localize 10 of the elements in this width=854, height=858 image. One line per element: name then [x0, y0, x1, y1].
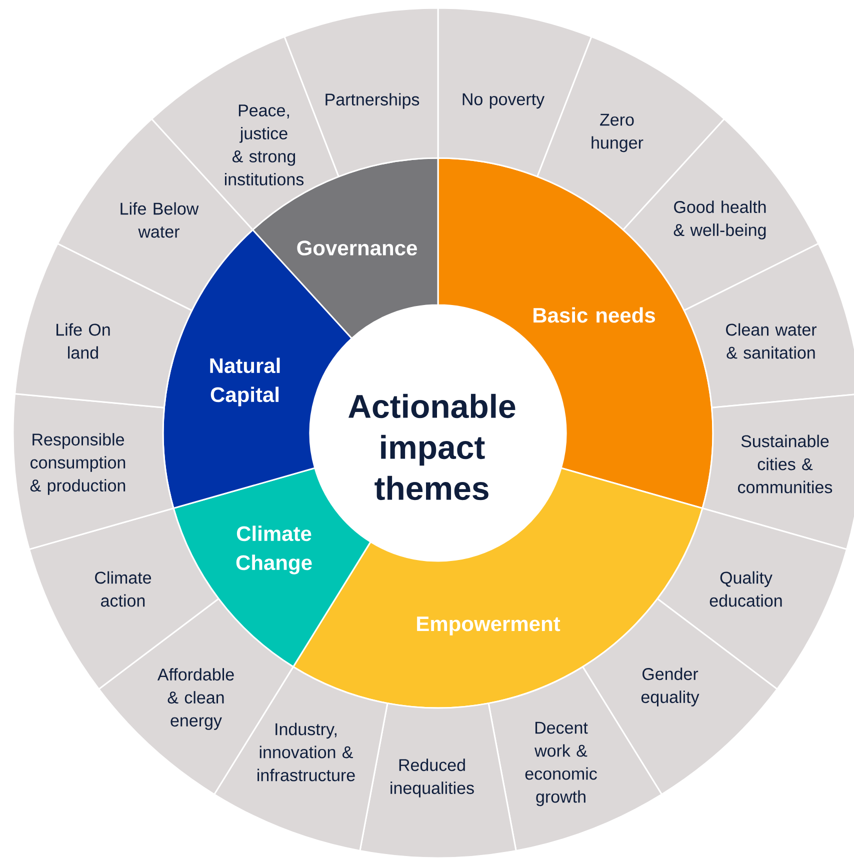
theme-segment: Climate Change	[172, 467, 372, 668]
goal-segment: Sustainable cities & communities	[702, 393, 854, 550]
node-label: Reduced inequalities	[390, 758, 474, 798]
goal-segment: Clean water & sanitation	[683, 242, 854, 408]
node-label: Sustainable cities & communities	[738, 434, 832, 494]
goal-segment: Reduced inequalities	[359, 702, 517, 858]
goal-segment: Life On land	[14, 242, 193, 408]
goal-segment: No poverty	[437, 7, 592, 178]
goal-segment: Responsible consumption & production	[12, 393, 174, 550]
node-label: Clean water & sanitation	[726, 323, 817, 359]
